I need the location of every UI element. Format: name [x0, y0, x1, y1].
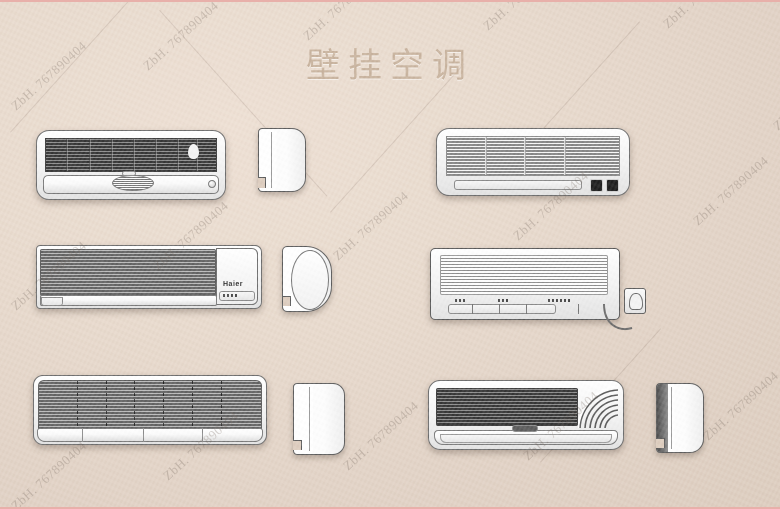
unit-6-display-strip — [512, 425, 538, 432]
unit-6-side-dark-edge — [657, 384, 668, 452]
unit-3-side-oval — [291, 250, 329, 310]
unit-5-side-seam — [309, 387, 310, 451]
product-unit-1[interactable] — [36, 130, 226, 200]
product-unit-2[interactable] — [436, 128, 630, 196]
unit-1-side-notch — [258, 177, 266, 188]
unit-3-side-notch — [283, 296, 291, 306]
unit-6-side-seam — [671, 387, 672, 449]
unit-2-button-right[interactable] — [606, 179, 619, 192]
unit-4-grille — [440, 255, 608, 295]
watermark-text: ZbH. 767890404 — [700, 367, 780, 444]
product-unit-6-side[interactable] — [656, 383, 704, 453]
watermark-text: ZbH. 767890404 — [340, 397, 422, 474]
product-unit-3[interactable]: Haier — [36, 245, 262, 309]
unit-3-louver — [40, 295, 217, 306]
unit-2-display-window — [454, 180, 582, 190]
unit-6-arc-fan-icon — [578, 386, 618, 428]
watermark-text: ZbH. 767890404 — [660, 2, 742, 32]
unit-6-side-notch — [656, 438, 665, 448]
unit-1-side-body — [258, 128, 306, 192]
unit-4-power-cord — [603, 303, 633, 330]
leaf-emblem-icon — [188, 144, 199, 159]
unit-1-side-seam — [271, 132, 272, 188]
page-title: 壁挂空调 — [306, 46, 474, 86]
product-unit-1-side[interactable] — [258, 128, 306, 192]
unit-1-control-emblem — [112, 175, 154, 191]
unit-2-button-left[interactable] — [590, 179, 603, 192]
unit-4-led-row-3 — [548, 299, 570, 302]
unit-5-grille — [38, 380, 262, 430]
product-unit-6[interactable] — [428, 380, 624, 450]
unit-6-grille — [436, 388, 578, 426]
unit-3-led-row — [223, 294, 237, 297]
unit-3-brand-label: Haier — [223, 281, 244, 288]
watermark-text: ZbH. 767890404 — [480, 2, 562, 34]
unit-4-segment-bar — [448, 304, 556, 314]
watermark-text: ZbH. 767890404 — [690, 152, 772, 229]
unit-2-grille — [446, 136, 620, 176]
unit-3-grille — [40, 249, 216, 296]
watermark-text: ZbH. 767890404 — [330, 187, 412, 264]
unit-5-side-notch — [293, 440, 302, 450]
unit-6-vent-inner — [440, 434, 612, 443]
unit-1-top-notch — [122, 171, 136, 176]
unit-4-led-row-2 — [498, 299, 508, 302]
unit-2-ribs — [447, 137, 619, 175]
unit-4-led-row-1 — [455, 299, 465, 302]
product-unit-5-side[interactable] — [293, 383, 345, 455]
unit-3-control-panel[interactable] — [219, 291, 255, 301]
product-unit-4[interactable] — [430, 248, 620, 320]
unit-5-louver — [37, 428, 263, 442]
product-unit-3-side[interactable] — [282, 246, 332, 312]
unit-1-indicator-light[interactable] — [208, 180, 216, 188]
unit-5-ribs — [39, 381, 261, 429]
unit-3-left-flap — [41, 297, 63, 306]
watermark-text: ZbH. 767890404 — [8, 437, 90, 509]
product-unit-5[interactable] — [33, 375, 267, 445]
unit-4-power-plug-icon — [629, 293, 643, 310]
unit-4-right-tick — [578, 304, 579, 314]
